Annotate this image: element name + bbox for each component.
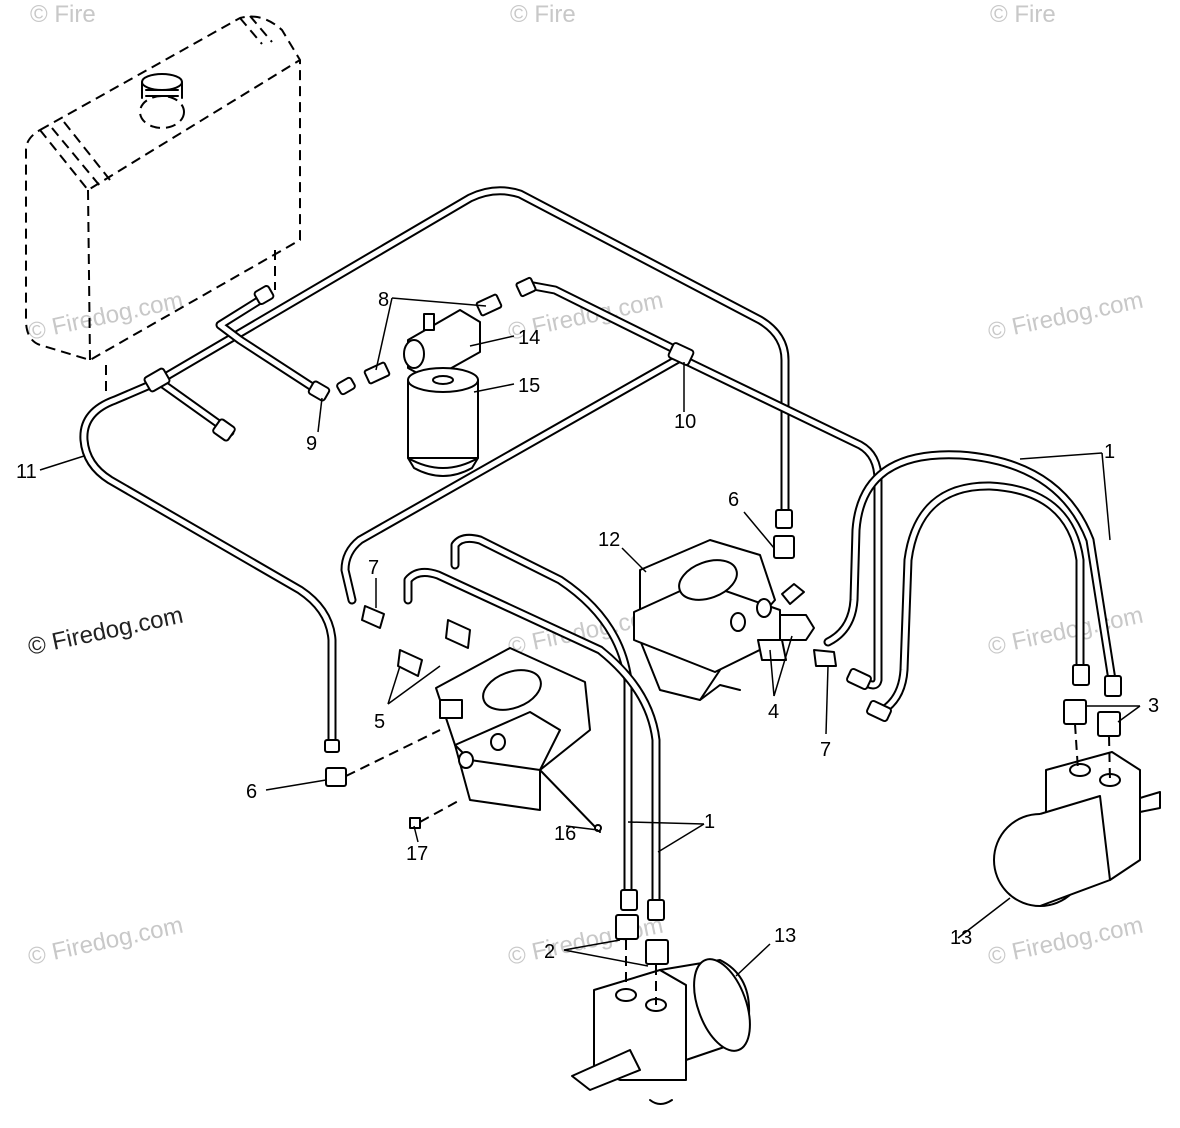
callout-12: 12 — [598, 529, 620, 551]
callout-8: 8 — [378, 289, 389, 311]
callout-16: 16 — [554, 823, 576, 845]
nipple-fitting-7-left — [361, 605, 385, 629]
callout-7-right: 7 — [820, 739, 831, 761]
control-valve-right — [633, 539, 837, 701]
hydraulic-motor-bottom — [571, 914, 751, 1105]
callout-7-left: 7 — [368, 557, 379, 579]
watermark-top-right: © Fire — [990, 1, 1056, 28]
watermark-mid-left: © Firedog.com — [26, 287, 186, 346]
fittings — [143, 285, 1122, 921]
elbow-fitting-6-top — [773, 535, 795, 559]
callout-10: 10 — [674, 411, 696, 433]
hydraulic-tank — [25, 15, 301, 395]
leader-lines — [39, 297, 1141, 977]
watermark-right: © Firedog.com — [986, 602, 1146, 661]
callout-4: 4 — [768, 701, 779, 723]
hydraulic-lines — [79, 186, 1117, 917]
callout-2: 2 — [544, 941, 555, 963]
hydraulic-motor-right — [993, 699, 1161, 907]
elbow-fitting-5b — [445, 619, 471, 649]
callout-13-bottom: 13 — [774, 925, 796, 947]
elbow-fitting-9 — [307, 380, 331, 402]
callout-5: 5 — [374, 711, 385, 733]
filter-head — [407, 309, 481, 381]
callout-14: 14 — [518, 327, 540, 349]
callout-6-top: 6 — [728, 489, 739, 511]
callout-17: 17 — [406, 843, 428, 865]
watermark-mid-right: © Firedog.com — [986, 287, 1146, 346]
watermark-top-center: © Fire — [510, 1, 576, 28]
callout-13-right: 13 — [950, 927, 972, 949]
callout-11: 11 — [16, 461, 37, 483]
nipple-fitting-8a — [363, 361, 391, 385]
callout-3: 3 — [1148, 695, 1159, 717]
callout-1-right: 1 — [1104, 441, 1115, 463]
control-valve-left — [325, 535, 795, 833]
callout-labels: 1 1 2 3 4 5 6 6 7 7 8 9 10 11 12 13 13 1… — [16, 289, 1159, 963]
elbow-fitting-6-left — [325, 767, 347, 787]
tee-fitting-10 — [667, 342, 695, 366]
watermark-bottom-center: © Firedog.com — [506, 912, 666, 971]
cotter-17 — [409, 817, 421, 829]
elbow-fitting-5a — [397, 649, 423, 677]
tee-fitting-left — [143, 367, 171, 393]
filter-assembly — [363, 276, 537, 477]
watermark-left-dark: © Firedog.com — [26, 602, 186, 661]
callout-9: 9 — [306, 433, 317, 455]
callout-15: 15 — [518, 375, 540, 397]
watermark-top-left: © Fire — [30, 1, 96, 28]
watermark-bottom-right: © Firedog.com — [986, 912, 1146, 971]
callout-6-left: 6 — [246, 781, 257, 803]
watermark-bottom-left: © Firedog.com — [26, 912, 186, 971]
nipple-fitting-8b — [475, 293, 503, 317]
callout-1-bottom: 1 — [704, 811, 715, 833]
